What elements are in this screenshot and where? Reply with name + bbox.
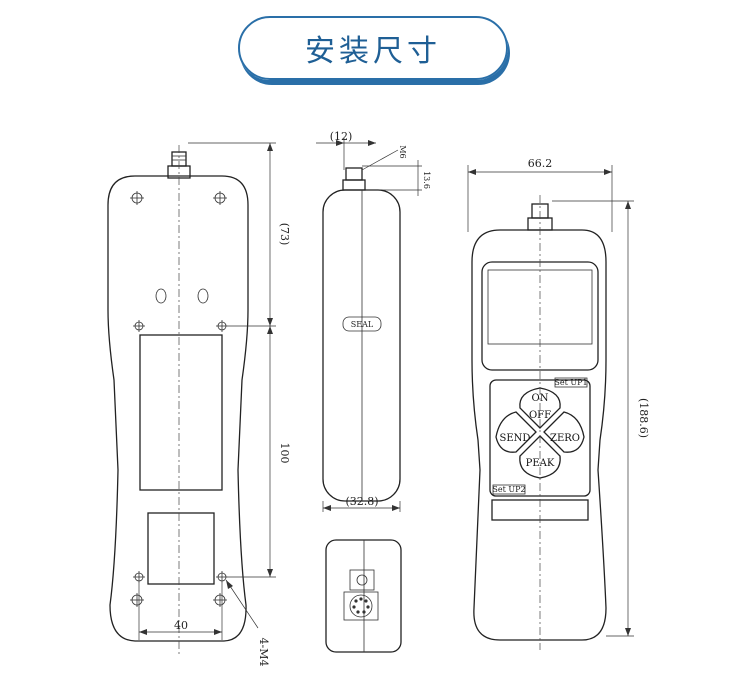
mount-hole: [133, 571, 145, 583]
back-body-outline: [107, 175, 249, 642]
back-view: (73) 100 40 4-M4: [107, 142, 291, 667]
front-body-outline: [471, 229, 607, 641]
zero-key[interactable]: [543, 411, 585, 453]
side-shaft: [345, 167, 363, 181]
round-hole: [155, 288, 167, 304]
mount-hole: [216, 571, 228, 583]
front-height-label: (188.6): [637, 398, 650, 438]
dim-top-label: (73): [278, 223, 291, 246]
din-socket-icon: [349, 594, 373, 618]
screw-hole: [213, 593, 227, 607]
dim-thickness-label: (32.8): [345, 495, 378, 508]
page-title: 安装尺寸: [305, 34, 441, 69]
set-up1-label: Set UP1: [554, 378, 587, 387]
usb-port-icon: [356, 574, 368, 586]
seal-label: SEAL: [351, 320, 374, 329]
round-hole: [197, 288, 209, 304]
mount-hole: [216, 320, 228, 332]
zero-key-label: ZERO: [550, 433, 580, 444]
back-panel-large: [139, 334, 223, 491]
set-up2-label: Set UP2: [492, 485, 525, 494]
tip-label: 13.6: [422, 171, 431, 189]
title-pill: 安装尺寸: [238, 16, 508, 80]
side-nut: [342, 179, 366, 191]
send-key[interactable]: [495, 411, 537, 453]
back-panel-small: [147, 512, 215, 585]
send-key-label: SEND: [500, 433, 531, 444]
dim-width-label: 40: [174, 619, 188, 632]
mount-hole: [133, 320, 145, 332]
bottom-view: [325, 539, 402, 653]
thread-label: M6: [398, 145, 407, 158]
seal-badge: [342, 316, 382, 332]
set-up1-tag: [554, 377, 588, 388]
dim-middle-label: 100: [278, 443, 291, 464]
set-up2-tag: [492, 484, 526, 495]
usb-port: [349, 569, 375, 591]
side-body: [322, 189, 401, 502]
front-width-label: 66.2: [528, 157, 553, 170]
screw-hole: [130, 191, 144, 205]
front-view: 66.2 Set UP1 Set UP2 ON OFF SEND ZERO PE…: [467, 157, 650, 650]
dim-shaft-label: (12): [330, 130, 353, 143]
screw-label: 4-M4: [257, 638, 270, 667]
screw-hole: [213, 191, 227, 205]
screw-hole: [130, 593, 144, 607]
power-port: [343, 591, 379, 621]
side-view: (12) M6 13.6 SEAL (32.8): [316, 130, 431, 653]
